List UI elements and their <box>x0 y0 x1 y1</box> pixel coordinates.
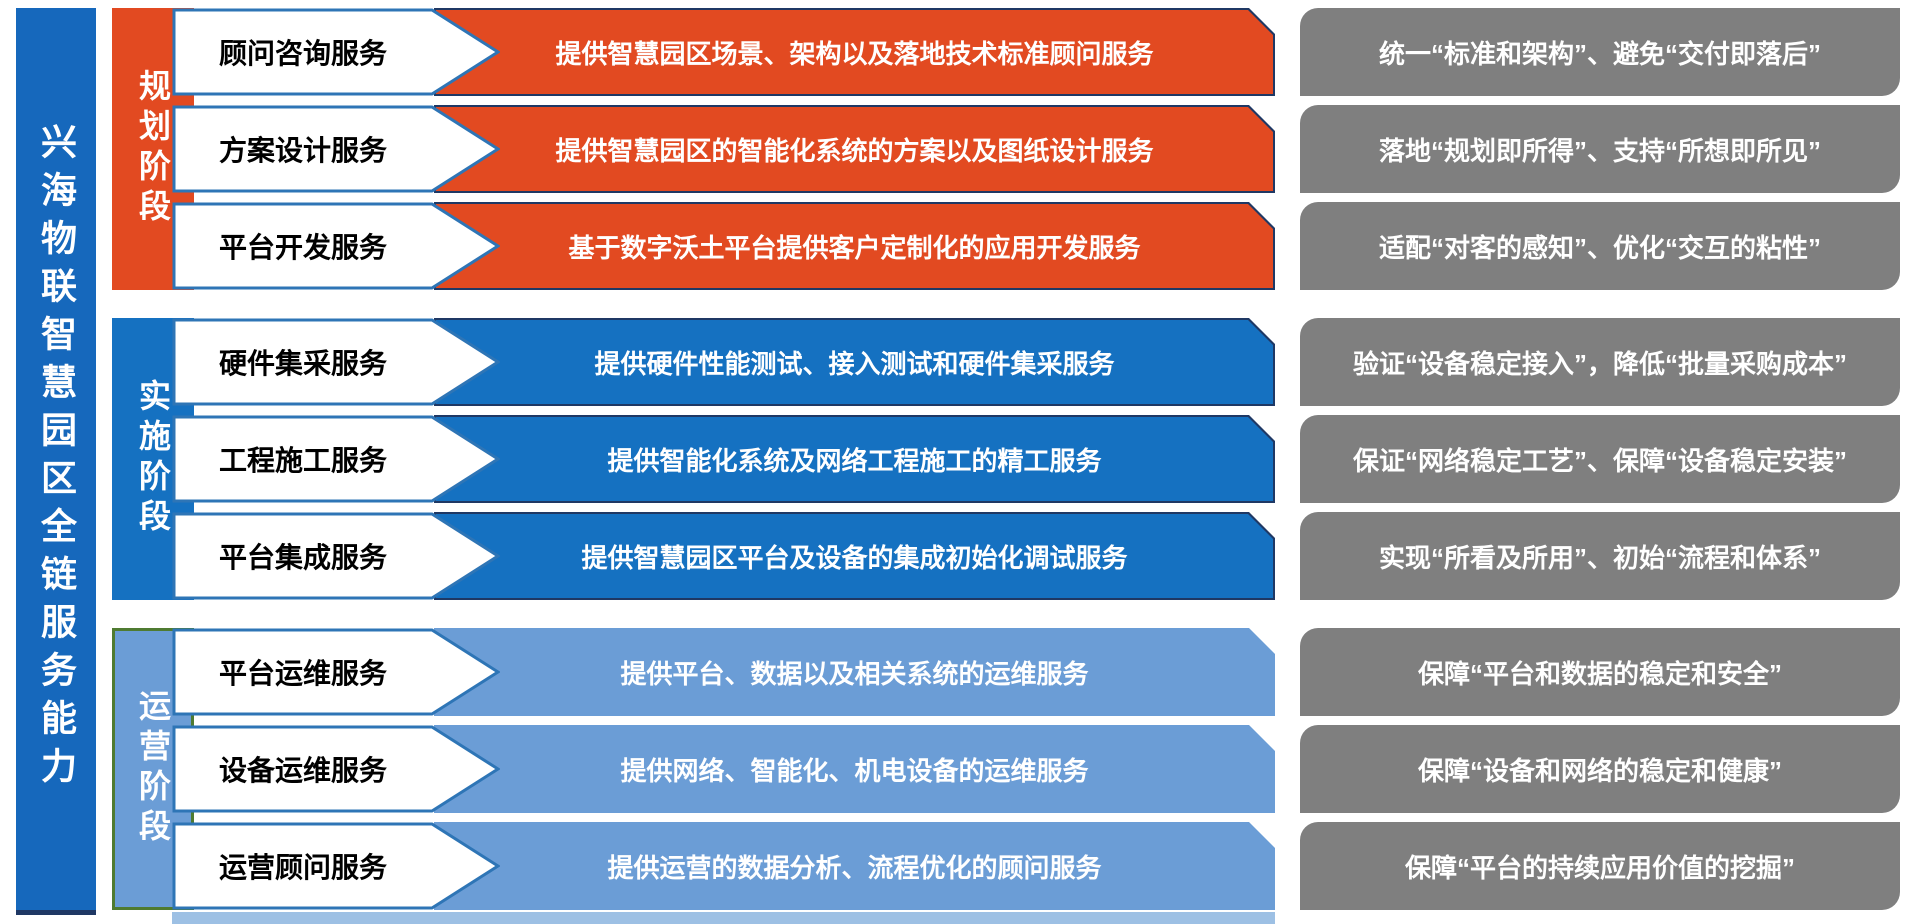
service-row: 提供智慧园区平台及设备的集成初始化调试服务 平台集成服务 实现“所看及所用”、初… <box>172 512 1920 600</box>
service-name-label: 方案设计服务 <box>218 135 387 166</box>
arrow-pentagon-icon <box>172 725 500 813</box>
phase-label-planning-text: 规划阶段 <box>135 69 171 229</box>
benefit-box: 保证“网络稳定工艺”、保障“设备稳定安装” <box>1300 415 1900 503</box>
service-description-text: 提供平台、数据以及相关系统的运维服务 <box>436 630 1273 714</box>
benefit-box: 验证“设备稳定接入”，降低“批量采购成本” <box>1300 318 1900 406</box>
service-row: 提供智能化系统及网络工程施工的精工服务 工程施工服务 保证“网络稳定工艺”、保障… <box>172 415 1920 503</box>
service-row: 提供智慧园区的智能化系统的方案以及图纸设计服务 方案设计服务 落地“规划即所得”… <box>172 105 1920 193</box>
benefit-text: 实现“所看及所用”、初始“流程和体系” <box>1378 542 1821 573</box>
benefit-box: 适配“对客的感知”、优化“交互的粘性” <box>1300 202 1900 290</box>
benefit-box: 落地“规划即所得”、支持“所想即所见” <box>1300 105 1900 193</box>
benefit-text: 验证“设备稳定接入”，降低“批量采购成本” <box>1352 348 1847 379</box>
service-arrow-shape: 硬件集采服务 <box>172 318 500 406</box>
service-row: 提供平台、数据以及相关系统的运维服务 平台运维服务 保障“平台和数据的稳定和安全… <box>172 628 1920 716</box>
service-row: 提供网络、智能化、机电设备的运维服务 设备运维服务 保障“设备和网络的稳定和健康… <box>172 725 1920 813</box>
service-description-bar: 提供智能化系统及网络工程施工的精工服务 <box>434 415 1275 503</box>
service-name-label: 平台运维服务 <box>218 658 387 689</box>
service-description-text: 提供网络、智能化、机电设备的运维服务 <box>436 727 1273 811</box>
service-row: 基于数字沃土平台提供客户定制化的应用开发服务 平台开发服务 适配“对客的感知”、… <box>172 202 1920 290</box>
service-arrow-shape: 方案设计服务 <box>172 105 500 193</box>
phase-label-operation-text: 运营阶段 <box>135 689 171 849</box>
service-description-bar: 提供网络、智能化、机电设备的运维服务 <box>434 725 1275 813</box>
service-description-bar: 基于数字沃土平台提供客户定制化的应用开发服务 <box>434 202 1275 290</box>
service-description-text: 提供智慧园区场景、架构以及落地技术标准顾问服务 <box>436 10 1273 94</box>
service-description-bar: 提供运营的数据分析、流程优化的顾问服务 <box>434 822 1275 910</box>
benefit-box: 实现“所看及所用”、初始“流程和体系” <box>1300 512 1900 600</box>
service-arrow-shape: 平台运维服务 <box>172 628 500 716</box>
service-name-label: 平台开发服务 <box>218 232 387 263</box>
benefit-box: 统一“标准和架构”、避免“交付即落后” <box>1300 8 1900 96</box>
service-name-label: 运营顾问服务 <box>218 852 387 883</box>
service-description-text: 提供智慧园区平台及设备的集成初始化调试服务 <box>436 514 1273 598</box>
service-description-text: 提供硬件性能测试、接入测试和硬件集采服务 <box>436 320 1273 404</box>
service-description-text: 基于数字沃土平台提供客户定制化的应用开发服务 <box>436 204 1273 288</box>
phase-label-implementation-text: 实施阶段 <box>135 379 171 539</box>
arrow-pentagon-icon <box>172 105 500 193</box>
implementation-group: 提供硬件性能测试、接入测试和硬件集采服务 硬件集采服务 验证“设备稳定接入”，降… <box>172 318 1920 600</box>
arrow-pentagon-icon <box>172 628 500 716</box>
arrow-pentagon-icon <box>172 822 500 910</box>
bottom-accent-strip <box>172 912 1275 924</box>
arrow-pentagon-icon <box>172 202 500 290</box>
service-name-label: 工程施工服务 <box>218 445 387 476</box>
service-description-bar: 提供智慧园区的智能化系统的方案以及图纸设计服务 <box>434 105 1275 193</box>
service-arrow-shape: 平台开发服务 <box>172 202 500 290</box>
operation-group: 提供平台、数据以及相关系统的运维服务 平台运维服务 保障“平台和数据的稳定和安全… <box>172 628 1920 910</box>
benefit-text: 落地“规划即所得”、支持“所想即所见” <box>1378 135 1821 166</box>
service-arrow-shape: 平台集成服务 <box>172 512 500 600</box>
service-description-text: 提供运营的数据分析、流程优化的顾问服务 <box>436 824 1273 908</box>
benefit-box: 保障“设备和网络的稳定和健康” <box>1300 725 1900 813</box>
benefit-text: 适配“对客的感知”、优化“交互的粘性” <box>1378 232 1821 263</box>
service-arrow-shape: 顾问咨询服务 <box>172 8 500 96</box>
service-name-label: 设备运维服务 <box>218 755 387 786</box>
benefit-box: 保障“平台和数据的稳定和安全” <box>1300 628 1900 716</box>
service-name-label: 平台集成服务 <box>218 542 387 573</box>
arrow-pentagon-icon <box>172 512 500 600</box>
planning-group: 提供智慧园区场景、架构以及落地技术标准顾问服务 顾问咨询服务 统一“标准和架构”… <box>172 8 1920 290</box>
benefit-text: 保障“设备和网络的稳定和健康” <box>1417 755 1782 786</box>
service-name-label: 硬件集采服务 <box>218 348 387 379</box>
service-row: 提供智慧园区场景、架构以及落地技术标准顾问服务 顾问咨询服务 统一“标准和架构”… <box>172 8 1920 96</box>
service-description-bar: 提供硬件性能测试、接入测试和硬件集采服务 <box>434 318 1275 406</box>
benefit-text: 保障“平台的持续应用价值的挖掘” <box>1404 852 1795 883</box>
service-row: 提供运营的数据分析、流程优化的顾问服务 运营顾问服务 保障“平台的持续应用价值的… <box>172 822 1920 910</box>
benefit-box: 保障“平台的持续应用价值的挖掘” <box>1300 822 1900 910</box>
arrow-pentagon-icon <box>172 415 500 503</box>
service-arrow-shape: 设备运维服务 <box>172 725 500 813</box>
service-arrow-shape: 运营顾问服务 <box>172 822 500 910</box>
arrow-pentagon-icon <box>172 318 500 406</box>
service-description-text: 提供智能化系统及网络工程施工的精工服务 <box>436 417 1273 501</box>
service-description-bar: 提供智慧园区平台及设备的集成初始化调试服务 <box>434 512 1275 600</box>
service-description-text: 提供智慧园区的智能化系统的方案以及图纸设计服务 <box>436 107 1273 191</box>
arrow-pentagon-icon <box>172 8 500 96</box>
main-title-text: 兴海物联智慧园区全链服务能力 <box>36 123 77 795</box>
service-arrow-shape: 工程施工服务 <box>172 415 500 503</box>
service-description-bar: 提供平台、数据以及相关系统的运维服务 <box>434 628 1275 716</box>
main-title-bar: 兴海物联智慧园区全链服务能力 <box>16 8 96 915</box>
benefit-text: 统一“标准和架构”、避免“交付即落后” <box>1378 38 1821 69</box>
service-row: 提供硬件性能测试、接入测试和硬件集采服务 硬件集采服务 验证“设备稳定接入”，降… <box>172 318 1920 406</box>
service-description-bar: 提供智慧园区场景、架构以及落地技术标准顾问服务 <box>434 8 1275 96</box>
benefit-text: 保证“网络稳定工艺”、保障“设备稳定安装” <box>1352 445 1847 476</box>
service-name-label: 顾问咨询服务 <box>218 38 387 69</box>
benefit-text: 保障“平台和数据的稳定和安全” <box>1417 658 1782 689</box>
